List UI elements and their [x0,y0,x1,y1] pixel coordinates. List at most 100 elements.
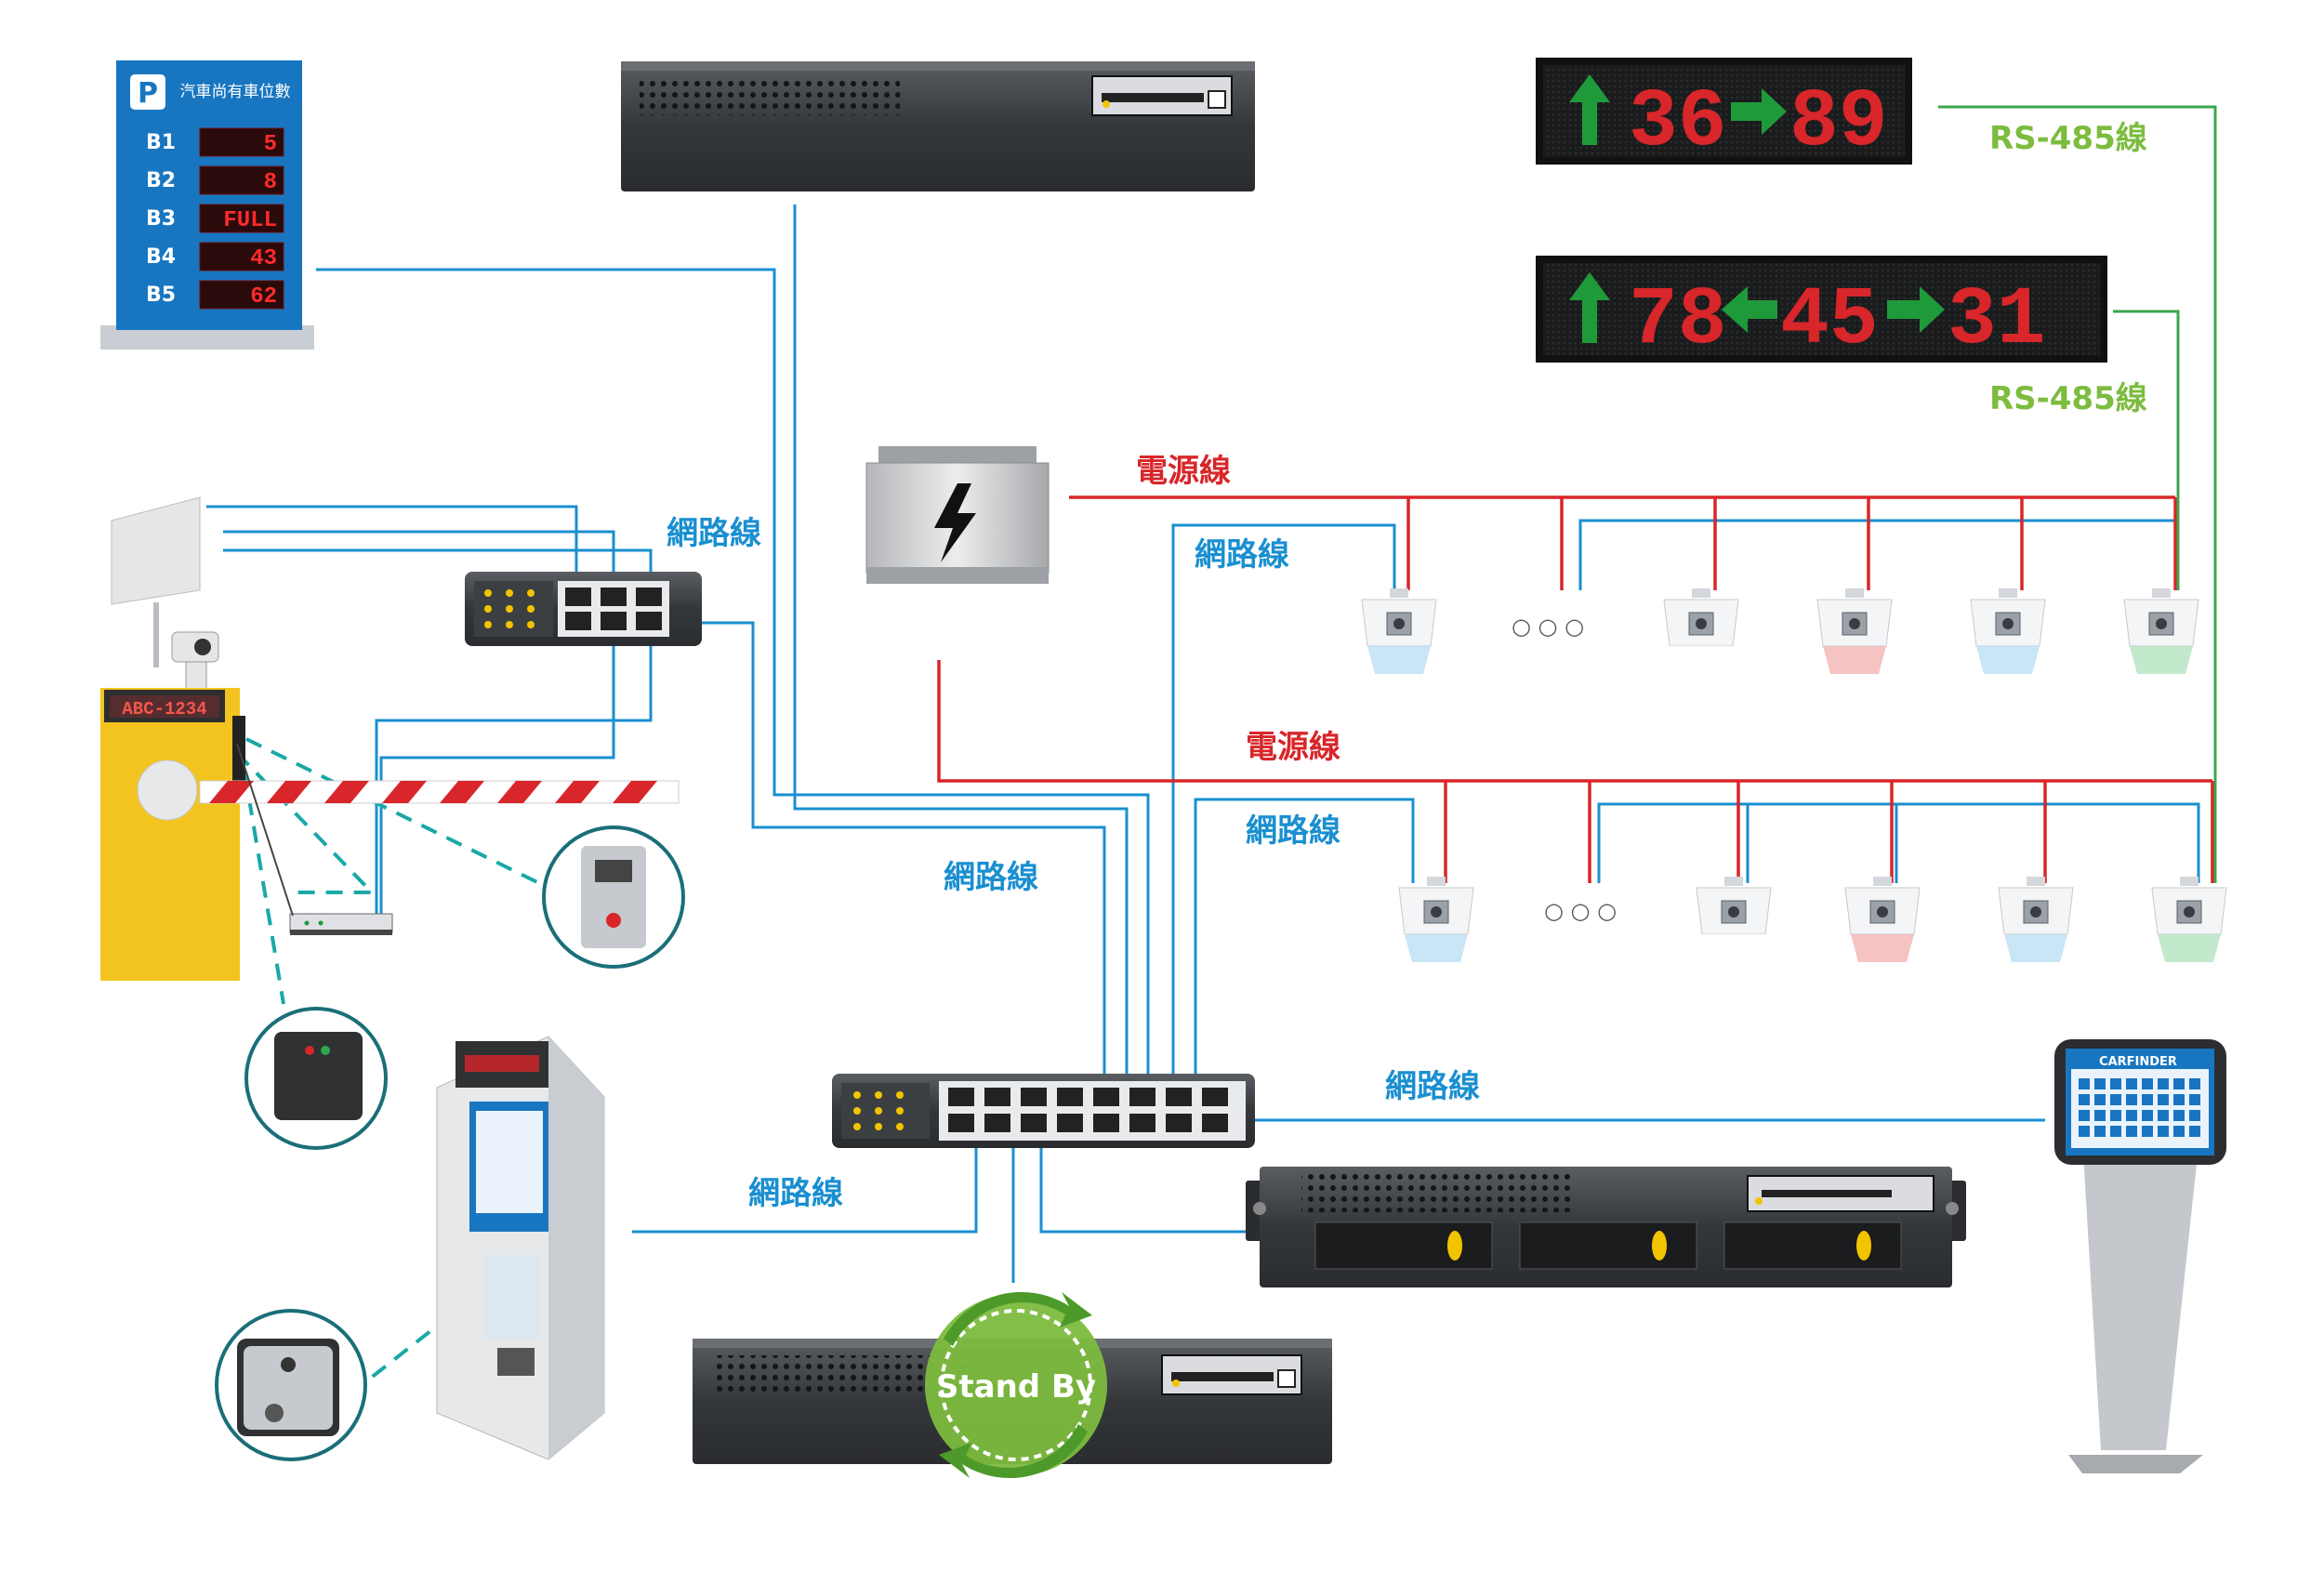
parking-board-row: B1 5 [146,127,284,157]
floor-spaces-value: 62 [250,284,277,310]
rs485-cables [1938,105,2217,883]
kiosk-key [2142,1094,2153,1105]
floor-label: B1 [146,131,176,154]
kiosk-key [2126,1110,2137,1121]
kiosk-key [2079,1078,2090,1089]
led-direction-sign-top: 36 89 [1536,58,1912,169]
kiosk-key [2094,1126,2106,1137]
kiosk-key [2173,1078,2185,1089]
standby-badge: Stand By [925,1291,1107,1479]
parking-sensor [1998,877,2074,962]
switch-port [1021,1114,1047,1132]
network-switch-small [465,572,702,646]
network-label: 網路線 [1195,536,1289,574]
sensor-ellipsis-1: ○ ○ ○ [1512,614,1584,640]
sign-mid-value-2: 45 [1780,275,1879,367]
power-supply [865,446,1050,584]
kiosk-key [2079,1126,2090,1137]
intercom-callout-2 [215,1309,367,1461]
kiosk-key [2189,1094,2200,1105]
floor-spaces-value: 43 [250,246,277,271]
switch-port [1057,1088,1083,1106]
kiosk-key [2142,1126,2153,1137]
up-arrow-icon [1569,74,1610,145]
switch-port [1129,1114,1155,1132]
lightning-icon [934,483,976,562]
switch-port [1021,1088,1047,1106]
right-arrow-icon [1887,286,1945,333]
parking-sensor [1361,588,1437,674]
plate-display: ABC-1234 [122,699,206,719]
floor-label: B3 [146,207,176,231]
switch-port [1057,1114,1083,1132]
kiosk-key [2110,1110,2121,1121]
parking-sensor [1398,877,1474,962]
parking-sensor [1696,877,1772,962]
kiosk-key [2126,1126,2137,1137]
switch-port [1166,1114,1192,1132]
sign-top-value-1: 36 [1629,77,1727,169]
kiosk-key [2094,1094,2106,1105]
barrier-gate: ABC-1234 [100,688,680,981]
switch-port [1166,1088,1192,1106]
floor-label: B2 [146,169,176,192]
parking-board-row: B5 62 [146,280,284,310]
sign-mid-value-1: 78 [1629,275,1727,367]
kiosk-key [2079,1110,2090,1121]
network-label: 網路線 [944,859,1038,896]
parking-sensor [1970,588,2046,674]
sensor-ellipsis-2: ○ ○ ○ [1544,898,1617,924]
network-switch-main [832,1074,1255,1148]
parking-sensor [1844,877,1921,962]
arm-stripe [209,781,254,803]
kiosk-key [2189,1126,2200,1137]
network-label: 網路線 [748,1175,843,1212]
switch-port [1202,1088,1228,1106]
rs485-label: RS-485線 [1989,120,2147,157]
power-label: 電源線 [1136,453,1231,490]
switch-port [1093,1114,1119,1132]
switch-port [948,1114,974,1132]
floor-spaces-value: 8 [264,170,277,195]
switch-port [1202,1114,1228,1132]
kiosk-key [2173,1126,2185,1137]
floor-label: B5 [146,284,176,307]
parking-sensor [1663,588,1739,674]
led-direction-sign-mid: 78 45 31 [1536,256,2107,367]
kiosk-key [2142,1110,2153,1121]
kiosk-key [2110,1078,2121,1089]
drive-bays [1314,1221,1902,1270]
arm-stripe [440,781,484,803]
payment-kiosk [436,1036,605,1460]
power-cables [937,495,2214,883]
kiosk-key [2079,1094,2090,1105]
kiosk-key [2158,1078,2169,1089]
switch-port [984,1088,1010,1106]
parking-sensor [1816,588,1893,674]
top-server [621,61,1255,191]
parking-logo [130,74,165,110]
floor-spaces-value: 5 [264,132,277,157]
kiosk-key [2173,1094,2185,1105]
kiosk-key [2094,1110,2106,1121]
kiosk-key [2110,1094,2121,1105]
network-label: 網路線 [667,515,761,552]
switch-port [1093,1088,1119,1106]
arm-stripe [497,781,542,803]
kiosk-key [2158,1094,2169,1105]
parking-board-title: 汽車尚有車位數 [180,83,291,101]
left-arrow-icon [1722,286,1777,333]
up-arrow-icon [1569,272,1610,343]
sensor-row-1 [1361,588,2199,674]
kiosk-key [2158,1110,2169,1121]
sensor-row-2 [1398,877,2227,962]
parking-logo-letter: P [138,77,158,110]
arm-stripe [324,781,369,803]
right-arrow-icon [1731,88,1787,135]
standby-label: Stand By [936,1368,1096,1406]
arm-stripe [382,781,427,803]
parking-sensor [2151,877,2227,962]
